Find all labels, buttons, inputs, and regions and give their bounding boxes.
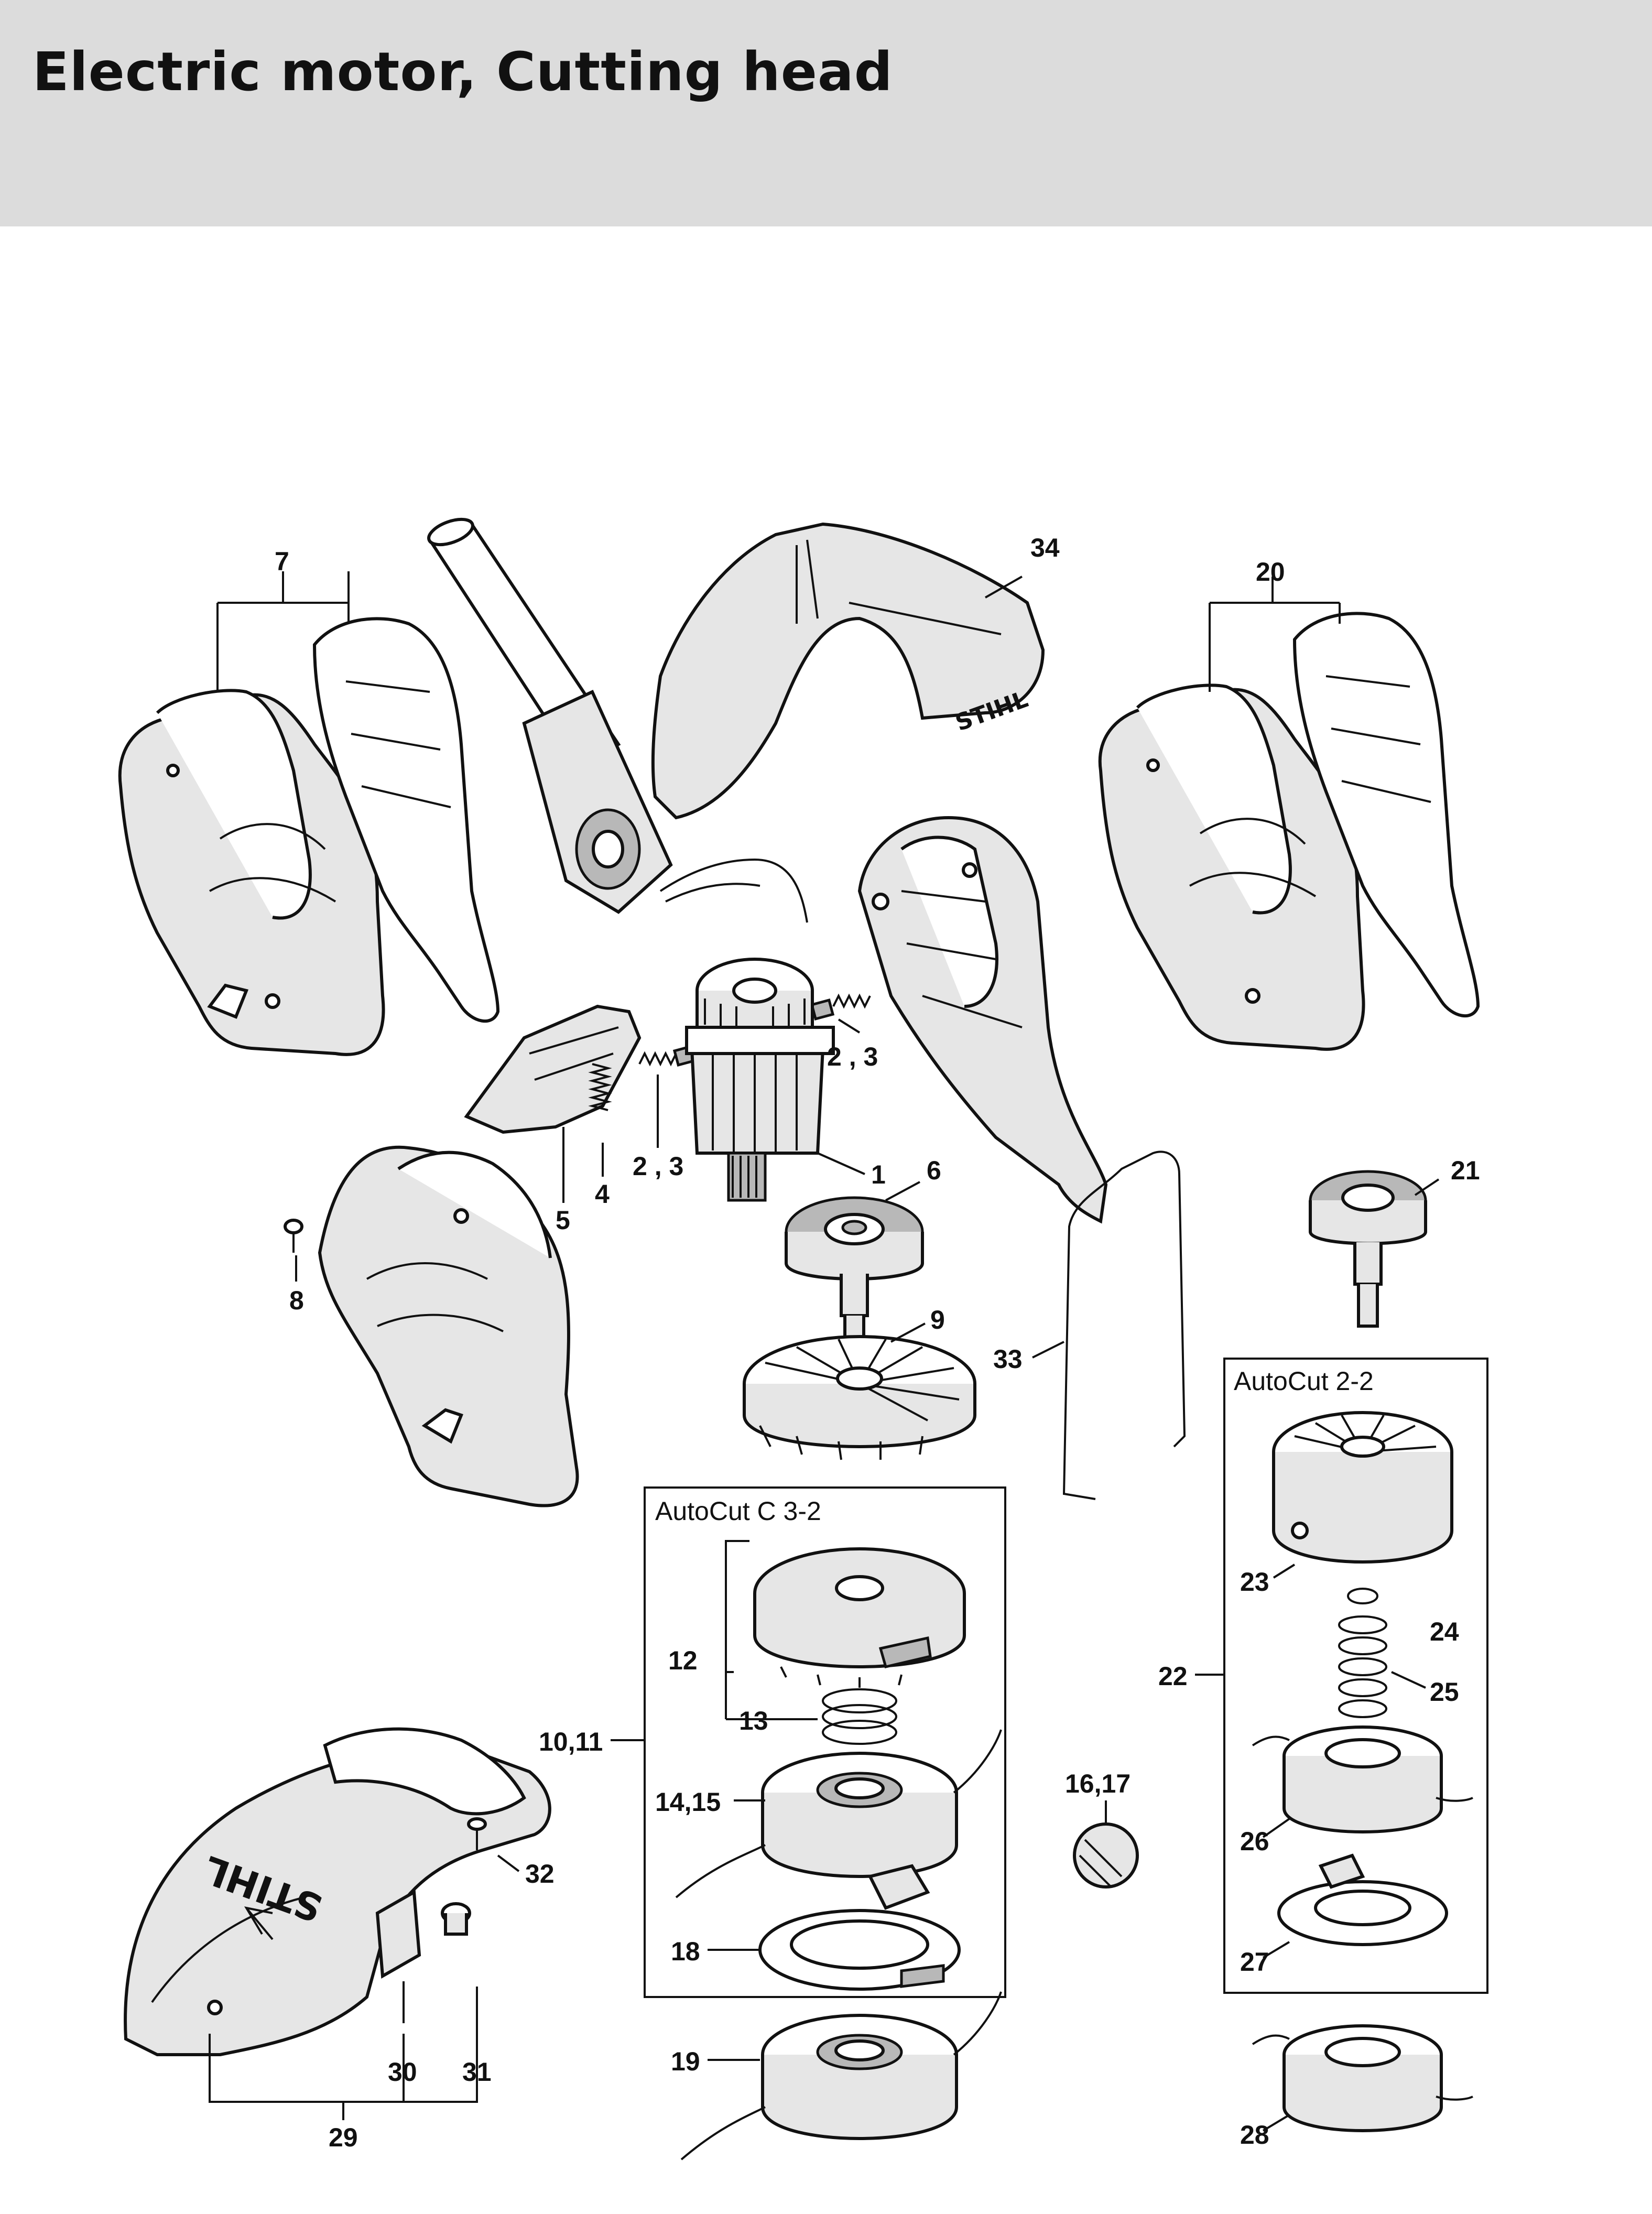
part-16-17-cartridge [1073,1822,1139,1889]
part-30-plate [375,1890,421,1979]
callout-9: 9 [930,1305,945,1334]
part-25-spring [1338,1615,1387,1718]
part-19-spool [680,1991,1002,2161]
box-label-autocut-c32: AutoCut C 3-2 [655,1496,821,1526]
callout-20: 20 [1256,557,1285,587]
callout-2-3-lower: 2 , 3 [633,1152,683,1181]
callout-29: 29 [329,2123,358,2152]
part-4-spring [588,1063,612,1111]
part-1-motor [685,958,835,1202]
part-31-screw [441,1902,471,1936]
part-28-spool [1252,2024,1473,2132]
part-21-gear [1309,1170,1427,1328]
part-7-housing-left [118,617,500,1056]
part-12-cap [753,1547,966,1688]
callout-1: 1 [871,1160,886,1189]
part-20-housing-right [1098,612,1480,1051]
callout-23: 23 [1240,1567,1269,1597]
part-housing-shell-center [857,816,1108,1224]
callout-8: 8 [289,1286,304,1315]
callout-26: 26 [1240,1827,1269,1856]
part-8-screw [284,1219,303,1253]
page-title: Electric motor, Cutting head [32,41,893,103]
callout-21: 21 [1451,1156,1480,1185]
part-13-spring [822,1688,897,1745]
part-29-deflector: STIHL [124,1727,551,2056]
callout-12: 12 [668,1646,698,1675]
part-housing-cover [318,1145,579,1507]
part-tube [427,517,808,923]
part-26-spool [1252,1725,1473,1833]
callout-28: 28 [1240,2120,1269,2150]
callout-33: 33 [993,1344,1023,1374]
callout-25: 25 [1430,1677,1459,1707]
leader-lines [209,571,1440,2132]
part-32-screw [467,1817,487,1850]
callout-10-11: 10,11 [539,1727,603,1756]
callout-22: 22 [1158,1662,1188,1691]
part-24-clip [1347,1588,1378,1604]
callout-4: 4 [595,1179,610,1209]
callout-7: 7 [275,547,289,576]
callout-30: 30 [388,2057,417,2087]
part-18-base [758,1864,961,1991]
part-23-cap [1272,1411,1453,1564]
callout-5: 5 [556,1206,570,1235]
part-34-handle: STIHL [651,522,1045,820]
part-2-3-brush-upper [810,993,871,1021]
part-5-switch-carrier [464,1004,642,1134]
callout-31: 31 [462,2057,492,2087]
callout-14-15: 14,15 [655,1787,721,1817]
callout-19: 19 [671,2047,700,2076]
callout-13: 13 [739,1706,768,1735]
part-33-wire-bow [1062,1151,1186,1500]
callout-6: 6 [927,1156,941,1185]
part-14-15-spool [675,1729,1002,1898]
callout-34: 34 [1030,533,1060,562]
part-27-base [1277,1853,1448,1946]
box-autocut-c32 [644,1486,1006,1998]
callout-2-3-upper: 2 , 3 [827,1042,878,1071]
callout-27: 27 [1240,1947,1269,1977]
callout-labels: 7 34 20 2 , 3 1 2 , 3 4 5 6 21 8 9 33 12… [275,533,1480,2152]
part-6-gear [785,1196,924,1343]
header-band: Electric motor, Cutting head [0,0,1652,226]
part-9-hub [743,1335,976,1460]
callout-16-17: 16,17 [1065,1769,1131,1798]
callout-32: 32 [525,1859,555,1889]
callout-18: 18 [671,1937,700,1966]
box-label-autocut-22: AutoCut 2-2 [1234,1366,1374,1396]
callout-24: 24 [1430,1617,1459,1646]
